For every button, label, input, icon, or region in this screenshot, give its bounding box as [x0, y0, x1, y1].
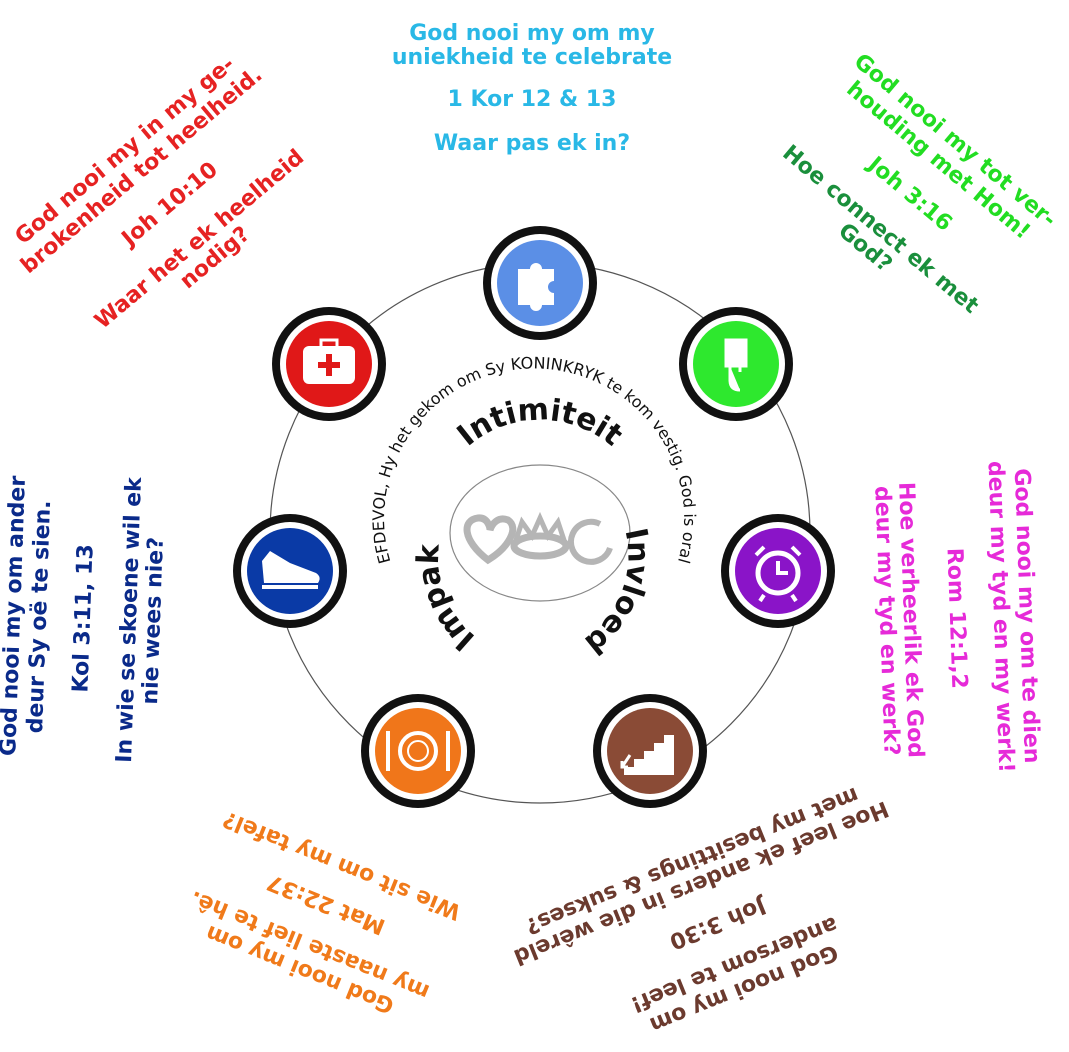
plate-icon	[386, 731, 450, 771]
circle-brush-icon	[568, 518, 613, 565]
label-block-plug: God nooi my tot ver-houding met Hom!Joh …	[778, 49, 1061, 319]
shoe-icon	[262, 551, 320, 589]
word-intimiteit: Intimiteit	[451, 392, 629, 453]
center-ellipse	[449, 464, 631, 602]
plug-badge	[679, 307, 793, 421]
label-shoe-line-4: nie wees nie?	[138, 537, 169, 705]
first-aid-kit-badge	[272, 307, 386, 421]
label-clock-line-2: Rom 12:1,2	[942, 547, 972, 689]
label-puzzle-line-0: God nooi my om my	[409, 21, 655, 46]
label-puzzle-line-3: Waar pas ek in?	[434, 131, 630, 156]
first-aid-kit-icon	[303, 338, 355, 384]
shoe-badge	[233, 514, 347, 628]
puzzle-icon	[518, 263, 554, 311]
alarm-clock-badge	[721, 514, 835, 628]
word-impak: Impak	[411, 543, 481, 658]
stairs-badge	[593, 694, 707, 808]
word-invloed: Invloed	[578, 525, 656, 661]
label-block-medkit: God nooi my in my ge-brokenheid tot heel…	[11, 52, 310, 334]
alarm-clock-icon	[754, 545, 802, 603]
plate-badge	[361, 694, 475, 808]
label-stairs-line-4: met my besittings & sukses?	[522, 782, 862, 939]
label-puzzle-line-2: 1 Kor 12 & 13	[448, 87, 617, 112]
label-plug-line-0: God nooi my tot ver-	[849, 49, 1061, 232]
crown-spikes-icon	[513, 511, 567, 542]
heart-icon	[463, 514, 517, 565]
crown-icon	[510, 532, 570, 560]
center-logos	[463, 511, 613, 565]
puzzle-badge	[483, 226, 597, 340]
label-puzzle-line-1: uniekheid te celebrate	[392, 45, 672, 70]
plug-icon	[724, 338, 748, 392]
label-shoe-line-2: Kol 3:11, 13	[68, 544, 98, 693]
stairs-icon	[620, 735, 674, 775]
